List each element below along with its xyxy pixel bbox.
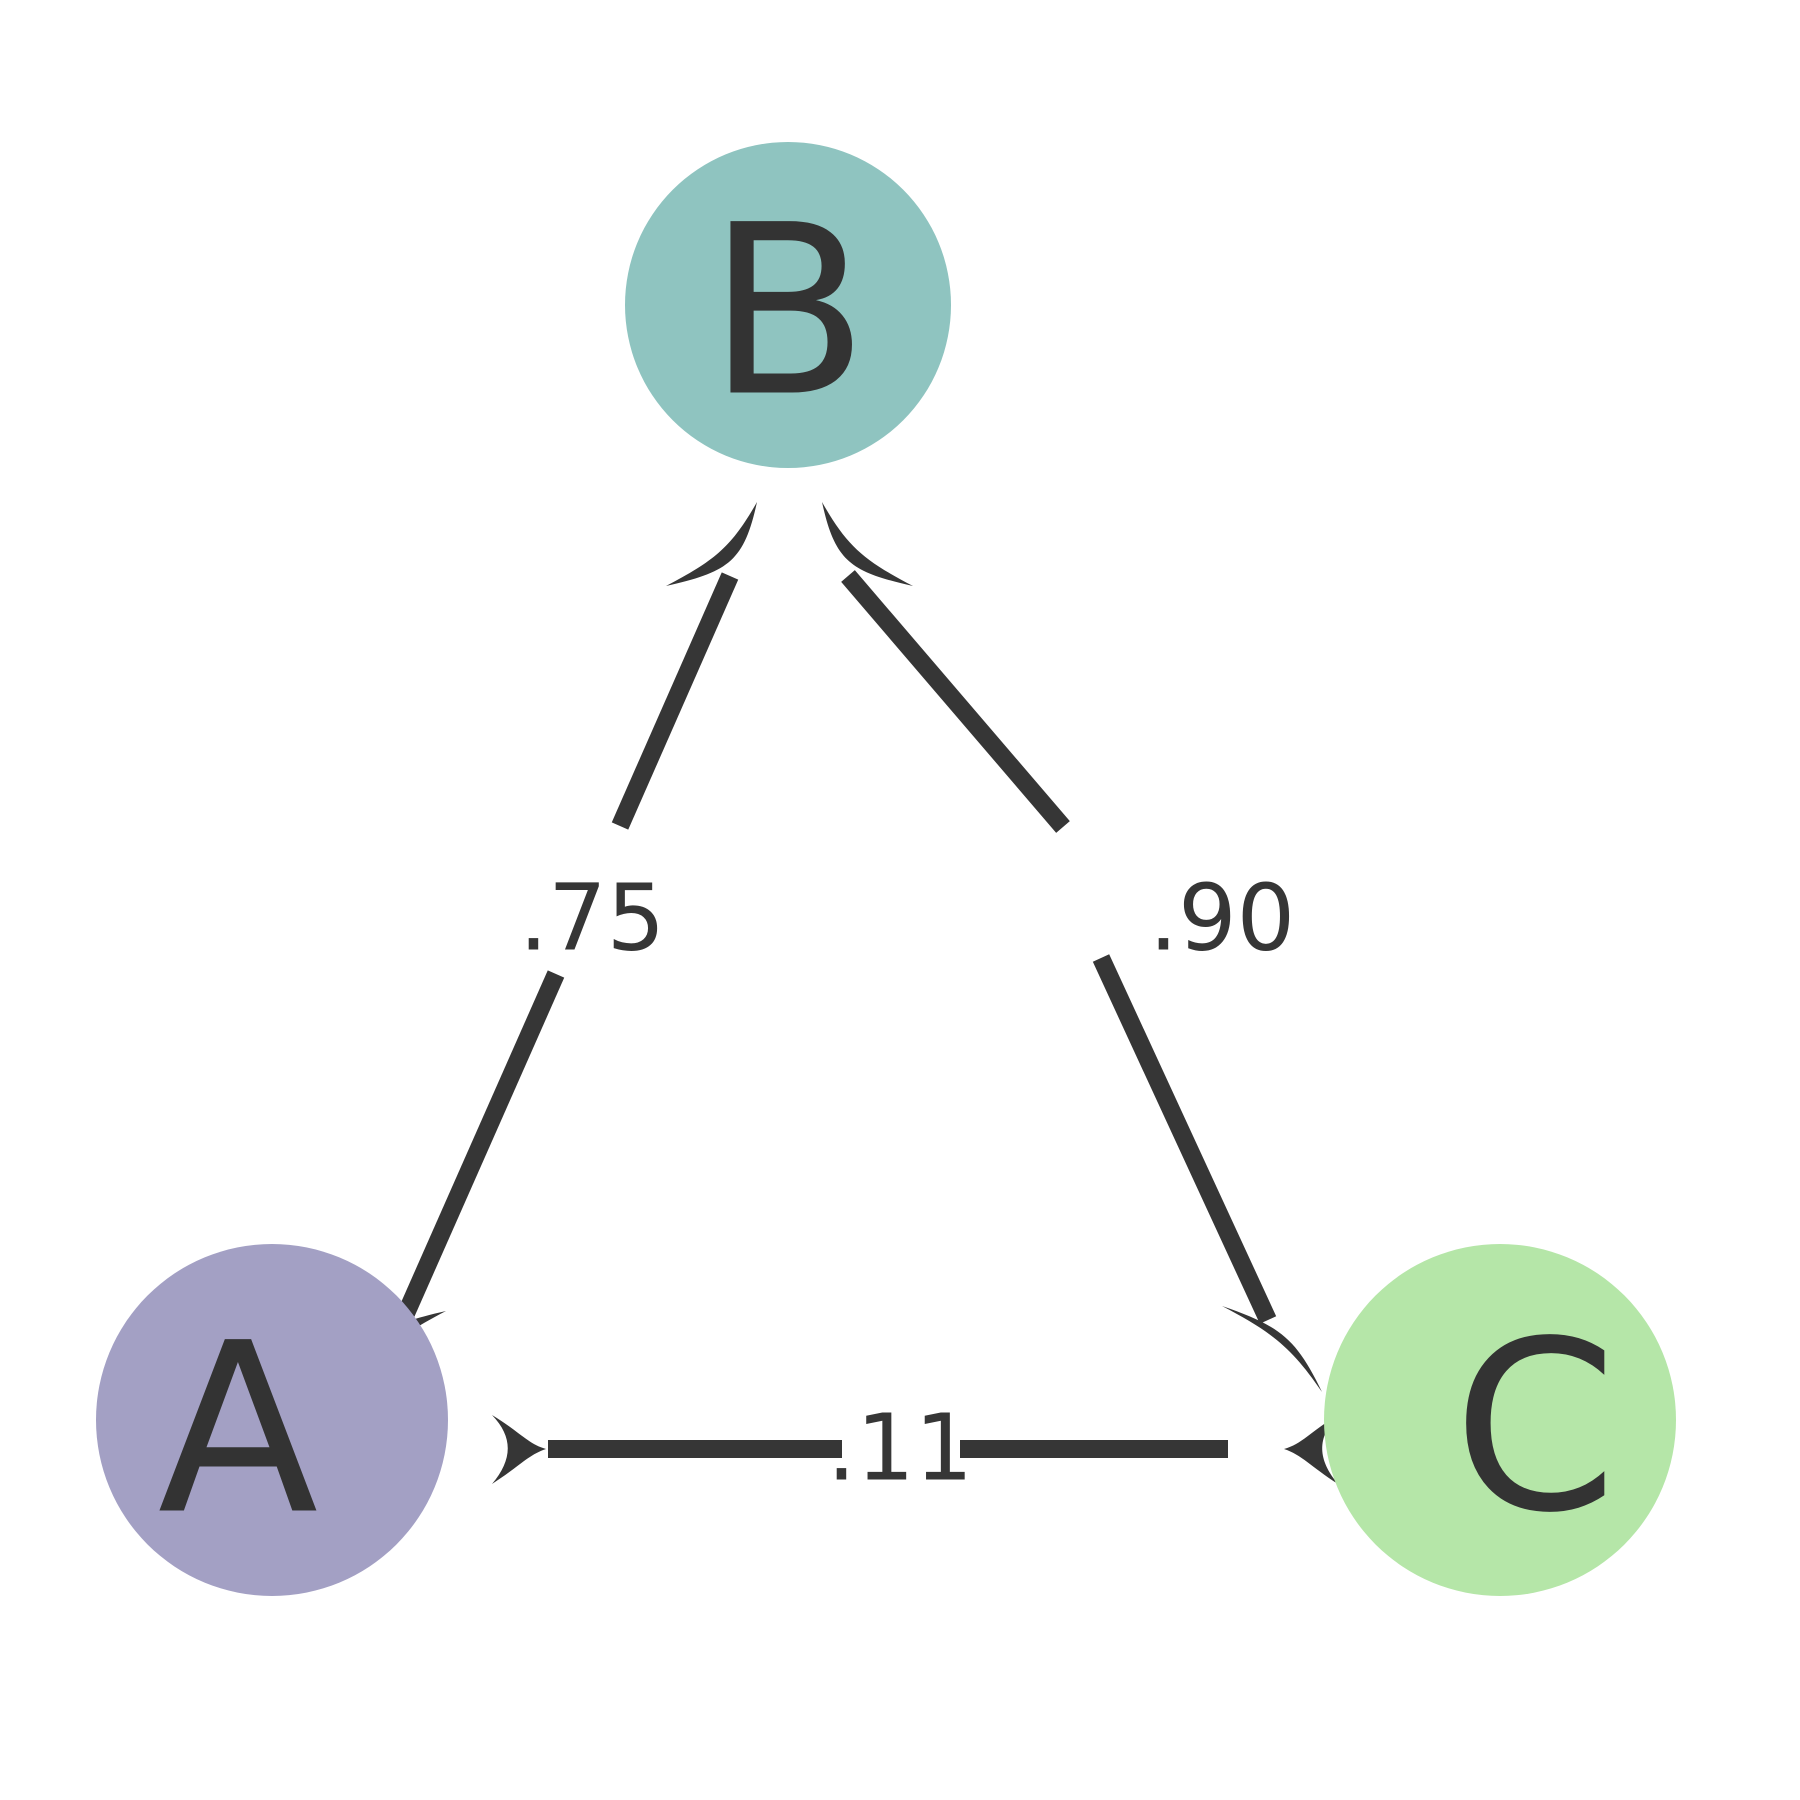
edge-label-a-b: .75 (519, 865, 665, 972)
edge-a-b-line-lower (395, 970, 565, 1322)
node-a-label: A (158, 1294, 319, 1567)
edge-labels-layer: .75 .90 .11 (519, 865, 1295, 1502)
edge-label-a-c: .11 (827, 1395, 973, 1502)
node-b-label: B (707, 176, 868, 449)
edge-b-c-arrowhead-at-b (822, 502, 913, 586)
node-b-circle[interactable] (625, 142, 951, 468)
edge-b-c[interactable] (822, 502, 1322, 1392)
nodes-layer: B A C (96, 142, 1676, 1596)
edge-a-c[interactable] (492, 1415, 1338, 1484)
node-a[interactable]: A (96, 1244, 448, 1596)
node-b[interactable]: B (625, 142, 951, 468)
node-c-circle[interactable] (1324, 1244, 1676, 1596)
edge-b-c-arrowhead-at-c (1222, 1306, 1322, 1392)
edges-layer (355, 502, 1338, 1484)
node-c-label: C (1453, 1292, 1617, 1565)
edge-a-c-arrowhead-at-a (492, 1415, 546, 1484)
edge-a-b-line-upper (611, 572, 739, 830)
node-a-circle[interactable] (96, 1244, 448, 1596)
edge-b-c-line-lower (1092, 954, 1277, 1324)
node-c[interactable]: C (1324, 1244, 1676, 1596)
edge-a-b-arrowhead-at-b (666, 502, 757, 586)
edge-label-b-c: .90 (1149, 865, 1295, 972)
edge-b-c-line-upper (841, 570, 1070, 833)
